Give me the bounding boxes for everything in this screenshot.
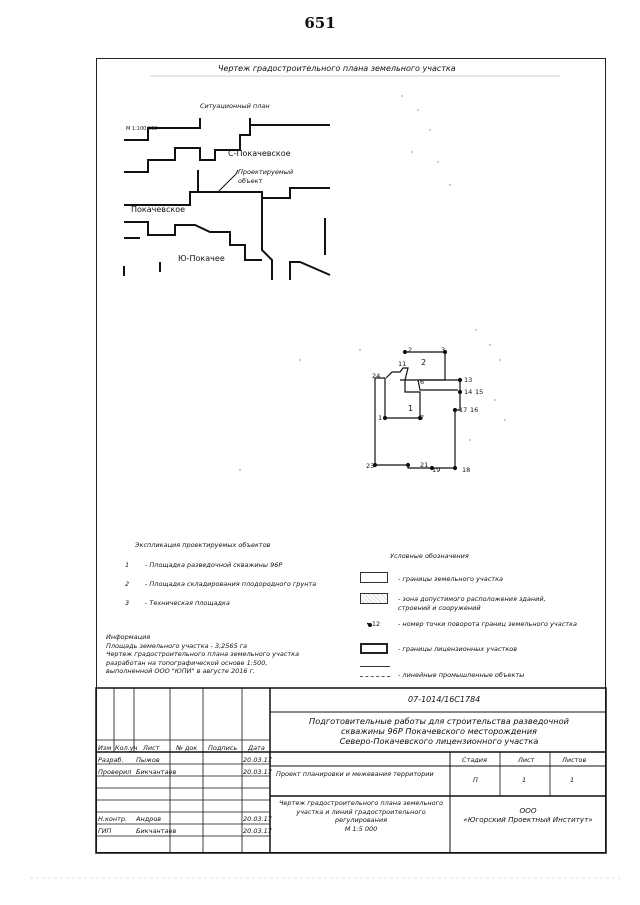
situation-plan-scale: М 1:100 000	[126, 126, 158, 132]
header-col: Лист	[143, 744, 160, 752]
explication-title: Экспликация проектируемых объектов	[135, 541, 271, 549]
header-col: Изм	[98, 744, 112, 752]
point-label-1: 1	[378, 414, 383, 422]
header-col: Подпись	[208, 744, 238, 752]
stage-header: Лист	[518, 756, 535, 764]
info-line: Чертеж градостроительного плана земельно…	[106, 650, 300, 658]
role-name: Бикчантаев	[136, 827, 177, 835]
situation-plan-map	[123, 118, 331, 280]
project-title-line: Северо-Покачевского лицензионного участк…	[339, 736, 539, 746]
point-label-21: 21	[420, 461, 429, 469]
header-col: Кол.уч	[115, 744, 138, 752]
explication-text: - Площадка складирования плодородного гр…	[145, 580, 317, 588]
role-name: Пыжов	[136, 756, 160, 764]
role-label: ГИП	[98, 827, 112, 835]
area-label-1: 1	[408, 404, 414, 413]
legend-text: - линейные промышленные объекты	[398, 671, 525, 679]
place-s-pokachevskoe: С-Покачевское	[228, 149, 291, 158]
info-line: разработан на топографической основе 1:5…	[106, 658, 268, 667]
role-date: 20.03.17	[243, 815, 272, 823]
point-label-24: 24	[372, 372, 381, 380]
point-label-3: 3	[441, 346, 446, 354]
org-line: ООО	[519, 806, 537, 815]
site-plan	[372, 349, 463, 471]
info-block: Информация Площадь земельного участка - …	[106, 633, 299, 676]
role-label: Разраб.	[98, 756, 124, 764]
place-yu-pokachee: Ю-Покачее	[178, 254, 225, 263]
stage-value: 1	[522, 776, 527, 784]
page-number: 651	[304, 14, 336, 32]
legend-symbol-linear	[360, 666, 390, 667]
explication-num: 2	[125, 580, 130, 588]
explication-num: 1	[125, 561, 130, 569]
legend-symbol-linear-dashed	[360, 676, 390, 677]
header-col: № док	[176, 744, 198, 752]
sheet-title-line: регулирования	[334, 816, 388, 824]
doc-code: 07-1014/16С1784	[408, 695, 481, 704]
organization: ООО «Югорский Проектный Институт»	[450, 806, 606, 824]
point-label-7: 7	[420, 414, 425, 422]
stage-header: Стадия	[462, 756, 487, 764]
legend-symbol-land-boundary	[360, 572, 388, 583]
legend-symbol-build-zone	[360, 593, 388, 604]
legend-title: Условные обозначения	[390, 552, 469, 560]
point-label-16: 16	[470, 406, 479, 414]
designed-object-label: Проектируемый объект	[238, 168, 294, 185]
point-label-11: 11	[398, 360, 407, 368]
project-title-line: Подготовительные работы для строительств…	[309, 716, 569, 726]
sheet-title: Чертеж градостроительного плана земельно…	[272, 799, 450, 833]
header-col: Дата	[248, 744, 265, 752]
area-label-2: 2	[421, 358, 427, 367]
legend-text: - границы земельного участка	[398, 575, 503, 583]
stage-value: 1	[570, 776, 575, 784]
drawing-title: Чертеж градостроительного плана земельно…	[218, 64, 456, 73]
info-title: Информация	[106, 633, 151, 641]
role-label: Н.контр.	[98, 815, 128, 823]
legend-point-marker: • 12	[366, 620, 381, 628]
sheet-title-line: участка и линий градостроительного	[296, 807, 426, 816]
project-title: Подготовительные работы для строительств…	[272, 716, 606, 746]
org-line: «Югорский Проектный Институт»	[463, 815, 593, 824]
place-pokachevskoe: Покачевское	[131, 205, 186, 214]
point-label-19: 19	[432, 466, 441, 474]
project-title-line: скважины 96Р Покачевского месторождения	[341, 726, 537, 736]
section-title: Проект планировки и межевания территории	[276, 770, 434, 778]
legend-symbol-license-boundary	[360, 643, 388, 654]
explication-num: 3	[125, 599, 130, 607]
role-name: Бикчантаев	[136, 768, 177, 776]
role-date: 20.03.17	[243, 756, 272, 764]
legend-text: - границы лицензионных участков	[398, 645, 518, 653]
situation-plan-label: Ситуационный план	[200, 102, 270, 110]
explication-text: - Техническая площадка	[145, 599, 230, 607]
point-label-2: 2	[408, 346, 413, 354]
point-label-14: 14	[464, 388, 473, 396]
sheet-title-line: М 1:5 000	[344, 824, 378, 833]
point-label-23: 23	[366, 462, 375, 470]
explication-text: - Площадка разведочной скважины 96Р	[145, 561, 283, 569]
point-label-6: 6	[420, 378, 425, 386]
sheet-title-line: Чертеж градостроительного плана земельно…	[278, 799, 444, 807]
legend-text: - номер точки поворота границ земельного…	[398, 620, 577, 628]
info-line: Площадь земельного участка - 3,2565 га	[106, 641, 248, 650]
legend-text: - зона допустимого расположения зданий, …	[398, 595, 546, 612]
role-date: 20.03.17	[243, 768, 272, 776]
stage-value: П	[473, 776, 478, 784]
point-label-17: 17	[459, 406, 468, 414]
stamp-grid	[95, 687, 607, 854]
point-label-13: 13	[464, 376, 473, 384]
role-name: Андров	[136, 815, 162, 823]
stage-header: Листов	[562, 756, 587, 764]
point-label-15: 15	[475, 388, 484, 396]
role-date: 20.03.17	[243, 827, 272, 835]
role-label: Проверил	[98, 768, 132, 776]
info-line: выполненной ООО "ЮПИ" в августе 2016 г.	[106, 667, 256, 675]
point-label-18: 18	[462, 466, 471, 474]
